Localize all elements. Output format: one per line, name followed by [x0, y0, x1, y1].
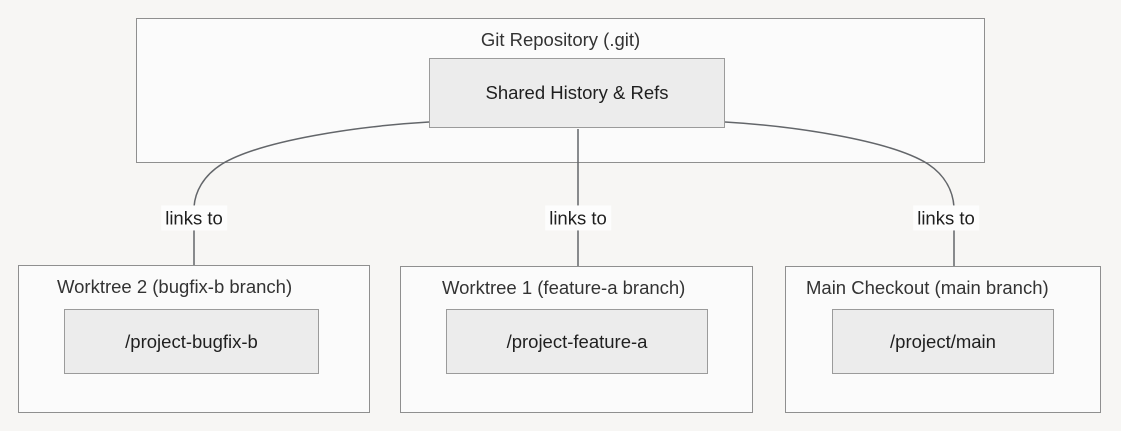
node-label-shared-history-and-refs: Shared History & Refs: [485, 82, 669, 103]
node-project-bugfix-b[interactable]: /project-bugfix-b: [64, 309, 319, 374]
subgraph-title-worktree-2: Worktree 2 (bugfix-b branch): [57, 276, 293, 297]
subgraph-title-main-checkout: Main Checkout (main branch): [806, 277, 1049, 298]
node-label-project-main: /project/main: [890, 330, 996, 352]
edge-path-to-bugfix-b: [193, 121, 430, 288]
node-shared-history-and-refs[interactable]: Shared History & Refs: [429, 58, 725, 128]
node-label-project-bugfix-b: /project-bugfix-b: [125, 330, 258, 352]
edge-label-links-to-bugfix-b: links to: [161, 205, 227, 231]
edge-label-links-to-main: links to: [913, 205, 979, 231]
edge-label-links-to-feature-a: links to: [545, 205, 611, 231]
node-project-feature-a[interactable]: /project-feature-a: [446, 309, 708, 374]
node-label-project-feature-a: /project-feature-a: [506, 330, 648, 352]
subgraph-title-worktree-1: Worktree 1 (feature-a branch): [442, 277, 686, 298]
node-project-main[interactable]: /project/main: [832, 309, 1054, 374]
edge-path-to-main: [724, 121, 955, 288]
